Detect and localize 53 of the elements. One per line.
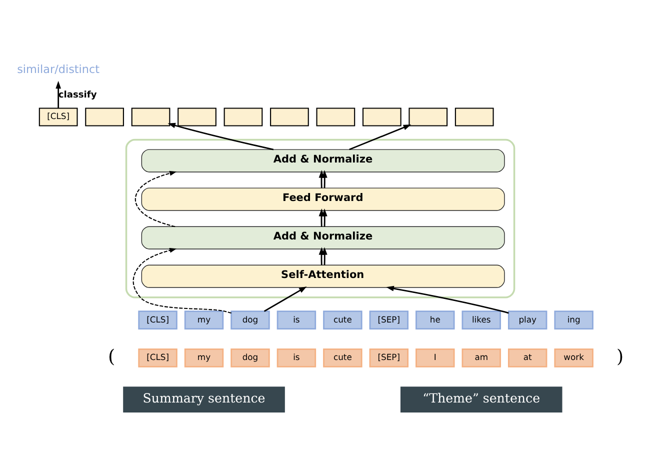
node-box: play [508,310,548,330]
node-box [224,108,263,126]
label: Summary sentence [142,390,266,406]
label: “Theme” sentence [422,390,540,406]
arrow [318,170,324,188]
node-box: Feed Forward [141,188,505,211]
node-box: dog [230,348,270,368]
node-box [316,108,356,126]
node-box: Add & Normalize [141,149,505,172]
node-box: dog [230,310,270,330]
arrow [322,208,328,227]
edge-label: classify [58,90,97,100]
node-box [178,108,216,126]
node-box: [CLS] [138,310,178,330]
arrow [386,286,509,314]
node-box: [SEP] [369,310,409,330]
node-box: Add & Normalize [141,226,505,250]
node-box: I [416,348,455,368]
node-box [408,108,448,126]
node-box: my [184,310,224,330]
node-box: am [462,348,501,368]
arrow [322,170,328,188]
label: ) [616,346,624,368]
arrow [168,122,274,150]
node-box: ing [554,310,594,330]
node-box: [CLS] [138,348,178,368]
node-box: cute [323,310,362,330]
node-box [362,108,402,126]
node-box: is [276,310,316,330]
node-box [85,108,124,126]
node-text: similar/distinct [17,63,100,76]
node-box [270,108,309,126]
arrow [349,124,412,150]
node-box: work [554,348,594,368]
arrow [264,286,307,312]
arrow [56,80,62,108]
arrow [318,208,324,227]
cluster [125,138,516,298]
node-box: is [276,348,316,368]
node-box [131,108,170,126]
node-box: [SEP] [369,348,409,368]
node-box: cute [323,348,362,368]
node-box: likes [462,310,501,330]
arrow [318,247,324,266]
node-box: my [184,348,224,368]
node-box: he [416,310,455,330]
node-box: at [508,348,548,368]
node-box: [CLS] [38,108,78,126]
arrow [322,247,328,266]
arrow [132,248,232,314]
label: ( [108,346,116,368]
node-box [454,108,494,126]
node-box: Self-Attention [141,264,505,288]
